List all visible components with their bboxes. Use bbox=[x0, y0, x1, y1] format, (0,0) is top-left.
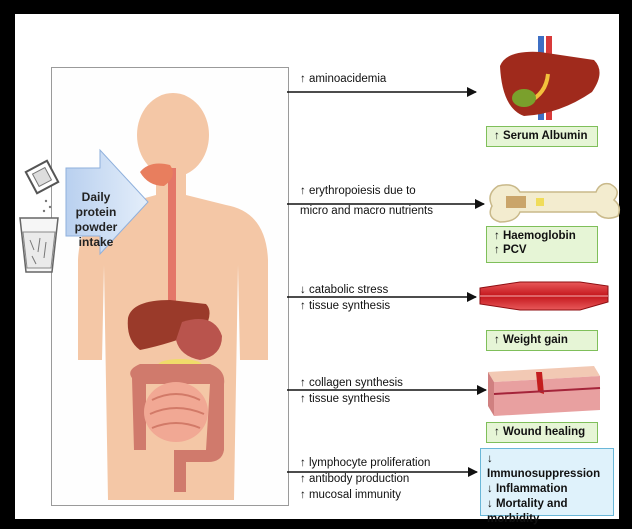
outcome-line: ↑ Haemoglobin bbox=[494, 229, 590, 243]
intake-line-3: powder bbox=[66, 220, 126, 235]
cause-erythropoiesis: ↑ erythropoiesis due to bbox=[300, 184, 416, 198]
muscle-icon bbox=[480, 282, 608, 310]
powder-sachet-icon bbox=[26, 161, 58, 212]
cause-tissue-synthesis-2: ↑ tissue synthesis bbox=[300, 392, 390, 406]
outcome-line: ↑ PCV bbox=[494, 243, 590, 257]
outcome-haemoglobin-pcv: ↑ Haemoglobin ↑ PCV bbox=[486, 226, 598, 263]
liver-icon bbox=[500, 36, 600, 120]
intake-line-2: protein bbox=[66, 205, 126, 220]
skin-icon bbox=[488, 366, 600, 416]
cause-lymphocyte: ↑ lymphocyte proliferation bbox=[300, 456, 430, 470]
intake-line-1: Daily bbox=[66, 190, 126, 205]
intake-line-4: intake bbox=[66, 235, 126, 250]
outcome-line: ↑ Weight gain bbox=[494, 333, 590, 347]
intake-label: Daily protein powder intake bbox=[66, 190, 126, 250]
human-body-icon bbox=[78, 93, 268, 500]
outcome-line: ↓ Inflammation bbox=[487, 482, 607, 497]
outcome-line: ↑ Wound healing bbox=[494, 425, 590, 439]
outcome-serum-albumin: ↑ Serum Albumin bbox=[486, 126, 598, 147]
glass-icon bbox=[20, 218, 58, 272]
outcome-line: morbidity bbox=[487, 512, 607, 527]
cause-antibody: ↑ antibody production bbox=[300, 472, 409, 486]
bone-icon bbox=[490, 184, 619, 222]
outcome-line: ↓ Immunosuppression bbox=[487, 452, 607, 482]
outcome-line: ↓ Mortality and bbox=[487, 497, 607, 512]
outcome-immune: ↓ Immunosuppression ↓ Inflammation ↓ Mor… bbox=[480, 448, 614, 516]
outcome-line: ↑ Serum Albumin bbox=[494, 129, 590, 143]
cause-aminoacidemia: ↑ aminoacidemia bbox=[300, 72, 386, 86]
cause-nutrients: micro and macro nutrients bbox=[300, 204, 433, 218]
outcome-weight-gain: ↑ Weight gain bbox=[486, 330, 598, 351]
outcome-wound-healing: ↑ Wound healing bbox=[486, 422, 598, 443]
cause-tissue-synthesis: ↑ tissue synthesis bbox=[300, 299, 390, 313]
cause-mucosal: ↑ mucosal immunity bbox=[300, 488, 401, 502]
cause-catabolic-stress: ↓ catabolic stress bbox=[300, 283, 388, 297]
cause-collagen-synthesis: ↑ collagen synthesis bbox=[300, 376, 403, 390]
